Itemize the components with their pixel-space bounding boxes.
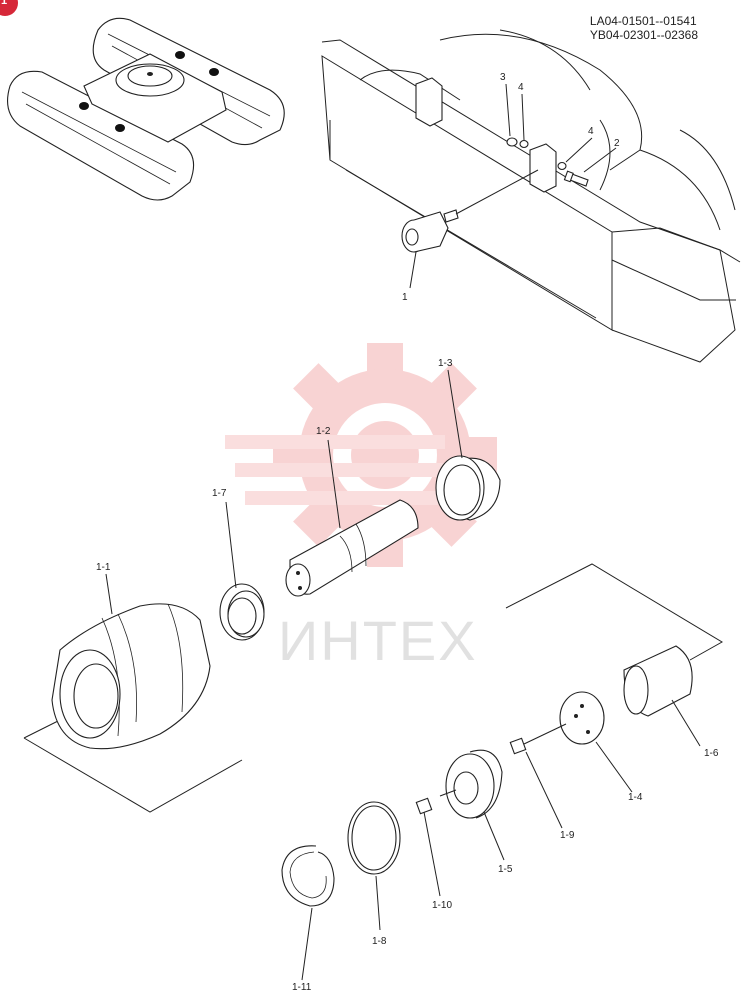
callout-1-7: 1-7 bbox=[212, 488, 227, 499]
watermark-text: ИНТЕХ bbox=[278, 609, 478, 672]
callout-1-9: 1-9 bbox=[560, 830, 575, 841]
part-1-5-collar bbox=[439, 749, 503, 819]
callout-1-5: 1-5 bbox=[498, 864, 513, 875]
corner-badge-icon: 1 bbox=[0, 0, 18, 16]
part-1-10-plug-icon bbox=[415, 797, 433, 815]
part-1-11-snap-ring bbox=[281, 845, 335, 907]
part-1-9-bolt-icon bbox=[509, 723, 567, 755]
callout-1-10: 1-10 bbox=[432, 900, 452, 911]
callout-4: 4 bbox=[518, 82, 524, 93]
callout-1-6: 1-6 bbox=[704, 748, 719, 759]
part-1-7-seal bbox=[219, 583, 265, 641]
callout-1-1: 1-1 bbox=[96, 562, 111, 573]
badge-label: 1 bbox=[1, 0, 8, 7]
undercarriage-overview bbox=[7, 17, 285, 201]
washer-icon bbox=[519, 139, 529, 149]
part-1-8-o-ring bbox=[347, 801, 401, 875]
serial-range-2: YB04-02301--02368 bbox=[589, 28, 698, 42]
nut-icon bbox=[506, 137, 518, 147]
callout-1-11: 1-11 bbox=[292, 982, 312, 993]
callout-1-3: 1-3 bbox=[438, 358, 453, 369]
callout-1-8: 1-8 bbox=[372, 936, 387, 947]
callout-4b: 4 bbox=[588, 126, 594, 137]
callout-1: 1 bbox=[402, 292, 408, 303]
part-1-2-shaft bbox=[285, 499, 419, 597]
callout-3: 3 bbox=[500, 72, 506, 83]
callout-2: 2 bbox=[614, 138, 620, 149]
track-roller-assembly-icon bbox=[401, 209, 459, 253]
part-1-3-seal-ring bbox=[435, 455, 501, 521]
roller-location-marker-icon bbox=[79, 51, 219, 132]
serial-range-1: LA04-01501--01541 bbox=[589, 14, 697, 28]
part-1-4-cover-plate bbox=[559, 691, 605, 745]
bolt-icon bbox=[563, 170, 589, 187]
track-frame-installation bbox=[321, 29, 741, 363]
serial-range-block: LA04-01501--01541 YB04-02301--02368 bbox=[590, 14, 698, 42]
part-1-6-bushing bbox=[505, 563, 723, 717]
leader-lines bbox=[105, 369, 701, 981]
washer-icon bbox=[557, 161, 567, 171]
callout-1-4: 1-4 bbox=[628, 792, 643, 803]
part-1-1-roller-body bbox=[23, 603, 243, 813]
callout-1-2: 1-2 bbox=[316, 426, 331, 437]
